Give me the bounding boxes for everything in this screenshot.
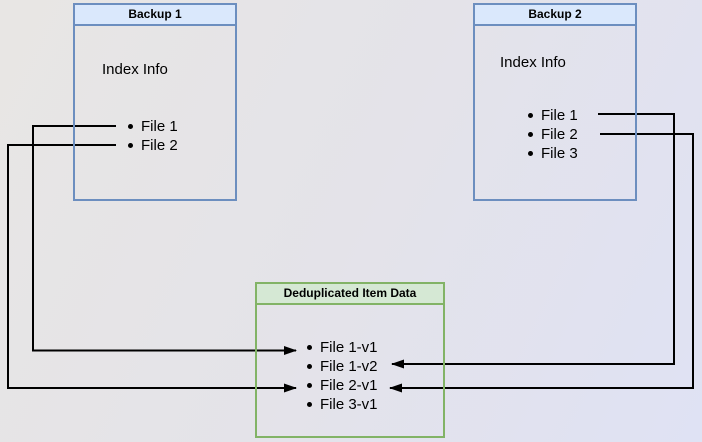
dedup-item-label: File 3-v1 <box>320 396 378 413</box>
dedup-item: File 1-v1 <box>307 338 378 357</box>
file-label: File 2 <box>141 137 178 154</box>
backup2-file-list: File 1 File 2 File 3 <box>528 106 578 163</box>
bullet-dot <box>128 143 133 148</box>
backup1-box: Backup 1 Index Info File 1 File 2 <box>73 3 237 201</box>
backup2-file-item: File 1 <box>528 106 578 125</box>
backup1-file-item: File 1 <box>128 117 178 136</box>
dedup-box: Deduplicated Item Data File 1-v1 File 1-… <box>255 282 445 438</box>
bullet-dot <box>528 113 533 118</box>
file-label: File 2 <box>541 126 578 143</box>
bullet-dot <box>307 364 312 369</box>
dedup-item: File 1-v2 <box>307 357 378 376</box>
dedup-item: File 2-v1 <box>307 376 378 395</box>
dedup-item-label: File 2-v1 <box>320 377 378 394</box>
backup1-file-item: File 2 <box>128 136 178 155</box>
backup1-index-info-label: Index Info <box>102 61 168 78</box>
backup1-file-list: File 1 File 2 <box>128 117 178 155</box>
bullet-dot <box>528 151 533 156</box>
dedup-item-list: File 1-v1 File 1-v2 File 2-v1 File 3-v1 <box>307 338 378 414</box>
bullet-dot <box>128 124 133 129</box>
dedup-item: File 3-v1 <box>307 395 378 414</box>
file-label: File 1 <box>141 118 178 135</box>
bullet-dot <box>528 132 533 137</box>
bullet-dot <box>307 402 312 407</box>
file-label: File 1 <box>541 107 578 124</box>
backup2-box: Backup 2 Index Info File 1 File 2 File 3 <box>473 3 637 201</box>
dedup-title: Deduplicated Item Data <box>257 284 443 305</box>
backup2-file-item: File 2 <box>528 125 578 144</box>
file-label: File 3 <box>541 145 578 162</box>
backup2-index-info-label: Index Info <box>500 54 566 71</box>
bullet-dot <box>307 345 312 350</box>
backup2-file-item: File 3 <box>528 144 578 163</box>
dedup-item-label: File 1-v1 <box>320 339 378 356</box>
dedup-item-label: File 1-v2 <box>320 358 378 375</box>
bullet-dot <box>307 383 312 388</box>
backup1-title: Backup 1 <box>75 5 235 26</box>
backup2-title: Backup 2 <box>475 5 635 26</box>
